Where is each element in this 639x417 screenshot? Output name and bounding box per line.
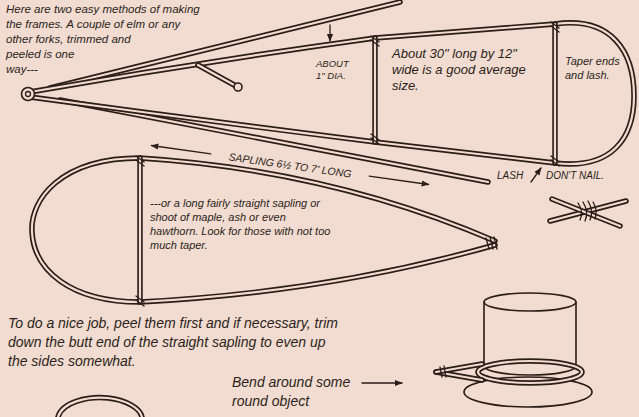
branch-stub [198,65,236,86]
bent-sapling [478,361,582,383]
intro-note: Here are two easy methods of making the … [6,2,221,102]
dimension-label: ABOUT 1" DIA. [316,58,358,82]
length-dimension-text: SAPLING 6½ TO 7' LONG [228,150,352,179]
branch-stub [198,65,236,86]
lashed-joint [552,199,620,226]
lashing [578,201,596,221]
instruction-note: To do a nice job, peel them first and if… [8,314,340,371]
intro-note-text: Here are two easy methods of making the … [6,3,200,75]
lash-label: LASH [497,170,523,182]
size-note-text: About 30" long by 12" wide is a good ave… [392,46,526,93]
lashed-joint [552,199,620,226]
length-dimension: SAPLING 6½ TO 7' LONG [228,150,352,179]
sapling-note-text: ---or a long fairly straight sapling or … [150,197,330,251]
pointer-arrow [329,25,330,41]
warning-label: DON'T NAIL. [546,170,604,182]
dimension-arrow [369,176,428,184]
end-grain [22,88,35,101]
snowshoe-frame [32,158,495,302]
dimension-arrow [151,146,210,154]
bent-sapling [436,364,482,372]
crossbar [554,24,556,163]
bent-sapling [478,361,582,383]
partial-figure [58,398,142,417]
warning-label-text: DON'T NAIL. [546,170,604,181]
snowshoe-frame [32,158,495,302]
bend-note: Bend around some round object [232,373,357,411]
instruction-note-text: To do a nice job, peel them first and if… [8,315,338,369]
crossbar [374,38,376,142]
crossbar [137,158,143,302]
pointer-arrow [362,382,402,383]
lash-label-text: LASH [497,170,523,181]
dimension-label-text: ABOUT 1" DIA. [316,58,349,81]
end-grain [26,92,31,97]
lashing [371,22,559,166]
end-grain [234,83,242,91]
taper-note: Taper ends and lash. [565,54,621,82]
sapling-note: ---or a long fairly straight sapling or … [150,196,335,252]
round-object [484,293,576,311]
pointer-arrow [531,168,541,182]
size-note: About 30" long by 12" wide is a good ave… [392,46,542,94]
bend-note-text: Bend around some round object [232,374,350,409]
crossbar [139,158,141,302]
taper-note-text: Taper ends and lash. [565,55,620,81]
bent-sapling [436,364,482,372]
crossbar [552,24,558,163]
crossbar [372,38,378,142]
lashing [440,366,446,377]
partial-figure [58,398,142,417]
lashing [136,156,497,306]
